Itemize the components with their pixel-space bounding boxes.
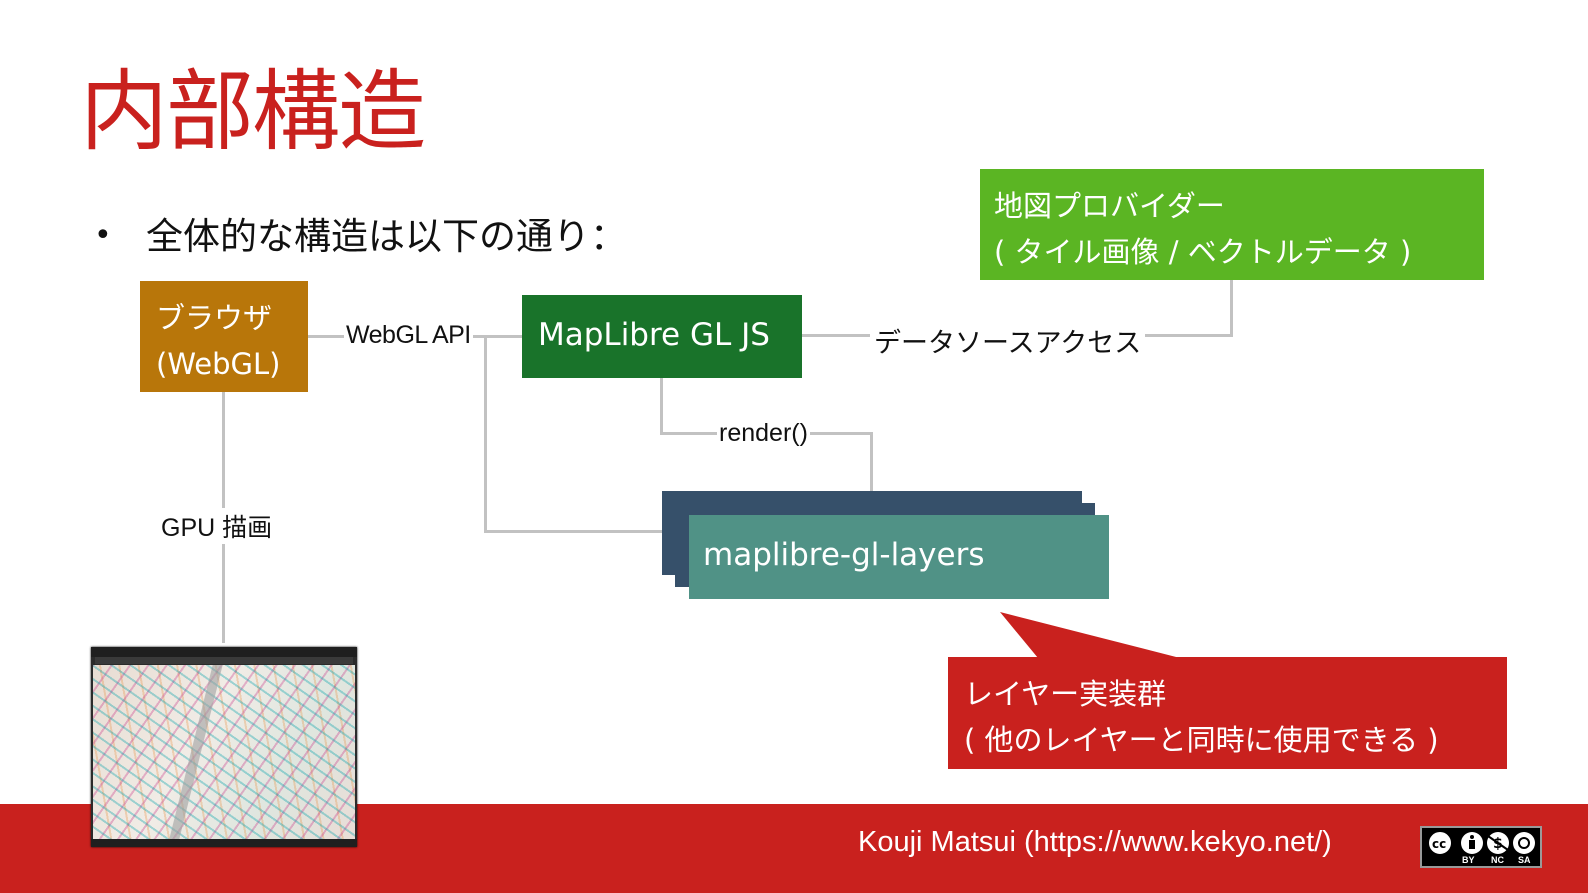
- render-label: render(): [717, 419, 810, 448]
- connector-render-down: [660, 378, 663, 434]
- cc-by-nc-sa-icon: cc $ BY NC SA: [1420, 826, 1542, 868]
- slide-title: 内部構造: [80, 60, 426, 163]
- callout-pointer: [1000, 612, 1180, 658]
- callout-note: ( 他のレイヤーと同時に使用できる ): [964, 723, 1439, 757]
- browser-label: ブラウザ: [156, 301, 273, 335]
- webgl-api-label: WebGL API: [344, 321, 473, 350]
- license-nc: NC: [1491, 855, 1504, 865]
- bullet-marker: •: [94, 218, 112, 253]
- browser-sublabel: (WebGL): [156, 347, 281, 381]
- connector-layers-webgl-horizontal: [484, 530, 662, 533]
- author-credit: Kouji Matsui (https://www.kekyo.net/): [858, 826, 1332, 858]
- browser-node: ブラウザ (WebGL): [140, 281, 308, 392]
- maplibre-node: MapLibre GL JS: [522, 295, 802, 378]
- provider-sublabel: ( タイル画像 / ベクトルデータ ): [994, 235, 1412, 269]
- license-by: BY: [1462, 855, 1475, 865]
- license-sa: SA: [1518, 855, 1531, 865]
- gpu-label: GPU 描画: [158, 508, 276, 544]
- maplibre-label: MapLibre GL JS: [538, 317, 770, 353]
- data-access-label: データソースアクセス: [870, 321, 1146, 360]
- provider-label: 地図プロバイダー: [994, 189, 1225, 223]
- map-image: [93, 665, 355, 839]
- callout-title: レイヤー実装群: [964, 677, 1167, 711]
- connector-provider-down: [1230, 280, 1233, 337]
- layers-label: maplibre-gl-layers: [703, 537, 985, 573]
- connector-render-to-layers: [870, 432, 873, 491]
- layers-node: maplibre-gl-layers: [689, 515, 1109, 599]
- bullet-text: 全体的な構造は以下の通り：: [146, 215, 627, 258]
- map-provider-node: 地図プロバイダー ( タイル画像 / ベクトルデータ ): [980, 169, 1484, 280]
- callout-box: レイヤー実装群 ( 他のレイヤーと同時に使用できる ): [948, 657, 1507, 769]
- svg-text:cc: cc: [1432, 837, 1446, 851]
- map-screenshot-thumbnail: [91, 647, 357, 847]
- connector-layers-webgl-vertical: [484, 335, 487, 533]
